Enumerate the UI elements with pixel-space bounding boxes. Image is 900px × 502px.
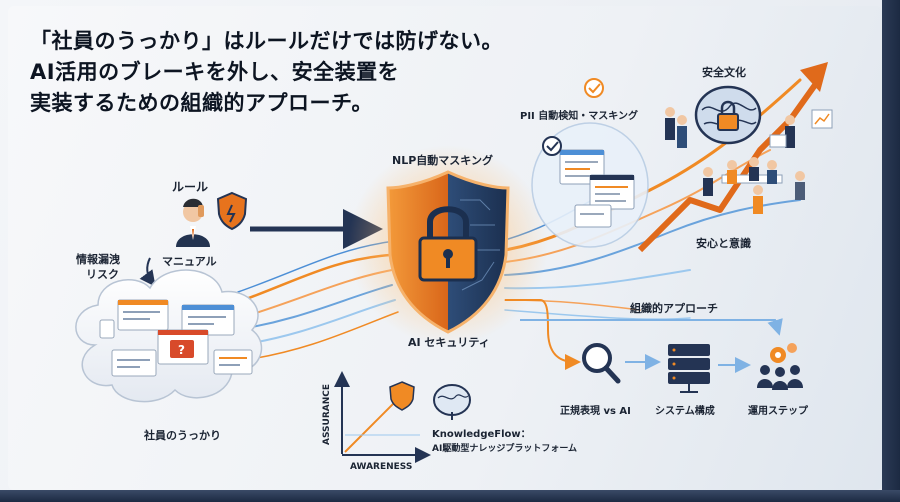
org-approach-label: 組織的アプローチ <box>630 302 718 315</box>
shield-lock-icon <box>348 145 548 345</box>
page-title: 「社員のうっかり」はルールだけでは防げない。 AI活用のブレーキを外し、安全装置… <box>30 26 503 119</box>
peace-of-mind-label: 安心と意識 <box>696 237 751 250</box>
server-icon <box>668 344 710 393</box>
assurance-chart <box>334 371 431 463</box>
employee-mistake-label: 社員のうっかり <box>144 429 221 442</box>
chart-y-label: ASSURANCE <box>322 383 332 445</box>
cloud-icon: ? <box>75 269 263 403</box>
title-line-1: 「社員のうっかり」はルールだけでは防げない。 <box>30 29 503 53</box>
title-line-3: 実装するための組織的アプローチ。 <box>30 91 373 115</box>
document-windows: ? <box>99 299 253 377</box>
ops-steps-label: 運用ステップ <box>748 406 808 417</box>
team-gear-icon <box>757 343 803 390</box>
pii-label: PII 自動検知・マスキング <box>520 111 638 122</box>
rule-label: ルール <box>172 180 209 194</box>
leak-risk-label: 情報漏洩 リスク <box>76 253 120 281</box>
title-line-2: AI活用のブレーキを外し、安全装置を <box>30 60 400 84</box>
bottom-flow <box>505 299 783 373</box>
chart-x-label: AWARENESS <box>350 462 413 472</box>
magnifier-icon <box>582 343 621 384</box>
regex-vs-ai-label: 正規表現 vs AI <box>560 406 631 417</box>
system-config-label: システム構成 <box>655 406 715 417</box>
warning-shield-icon <box>216 191 248 231</box>
safety-culture-label: 安全文化 <box>702 66 746 79</box>
svg-text:?: ? <box>178 343 185 357</box>
edge-right <box>882 0 900 502</box>
manual-label: マニュアル <box>162 255 217 268</box>
nlp-masking-label: NLP自動マスキング <box>392 154 493 167</box>
ai-security-label: AI セキュリティ <box>408 336 490 349</box>
pii-bubble <box>531 122 649 248</box>
check-icon <box>542 78 604 156</box>
knowledgeflow-brain-icon <box>433 384 471 420</box>
edge-bottom <box>0 490 900 502</box>
person-icon <box>176 198 210 247</box>
knowledgeflow-label: KnowledgeFlow： AI駆動型ナレッジプラットフォーム <box>432 429 578 454</box>
brain-lock-icon <box>694 85 762 145</box>
office-people <box>665 107 833 214</box>
